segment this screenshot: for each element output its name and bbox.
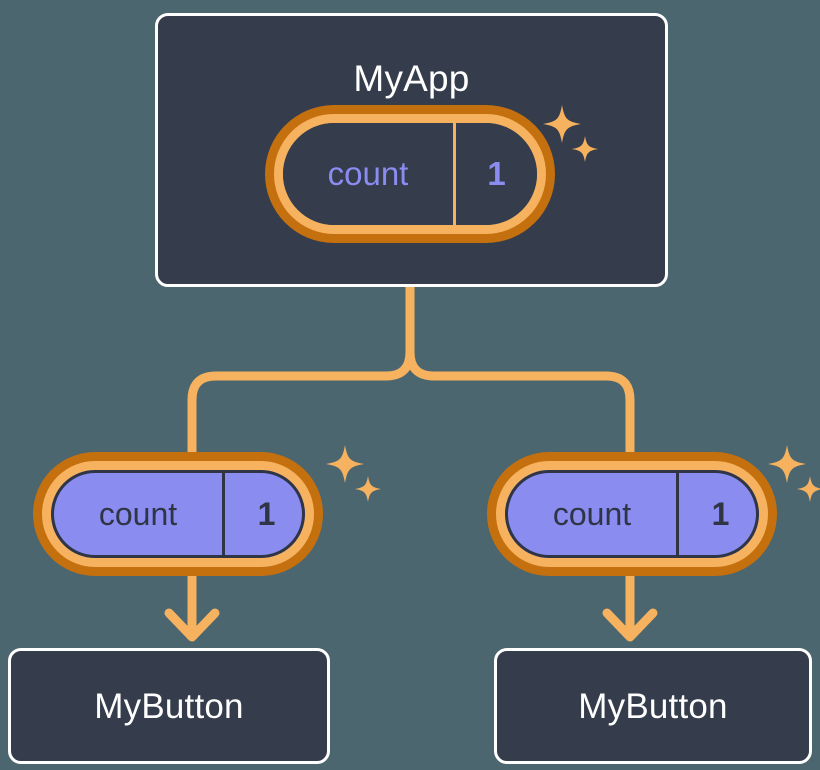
component-label-myapp: MyApp xyxy=(353,58,470,99)
state-pill-mybutton-left[interactable]: count 1 xyxy=(42,461,314,567)
state-pill-inner: count 1 xyxy=(505,470,759,558)
state-to-mybutton-arrow-left xyxy=(164,561,220,642)
state-pill-inner: count 1 xyxy=(51,470,305,558)
myapp-to-children-branch xyxy=(187,282,635,475)
state-key-label: count xyxy=(327,155,409,192)
state-value-label: 1 xyxy=(222,473,302,555)
component-label-mybutton: MyButton xyxy=(578,687,728,726)
component-box-mybutton-right[interactable]: MyButton xyxy=(494,648,812,764)
state-key-label: count xyxy=(98,495,178,532)
state-value-label: 1 xyxy=(676,473,756,555)
component-label-mybutton: MyButton xyxy=(94,687,244,726)
state-pill-mybutton-right[interactable]: count 1 xyxy=(496,461,768,567)
state-to-mybutton-arrow-right xyxy=(602,561,658,642)
state-pill-inner: count 1 xyxy=(283,123,537,225)
state-pill-myapp[interactable]: count 1 xyxy=(274,114,546,234)
state-value-label: 1 xyxy=(453,123,537,225)
component-box-mybutton-left[interactable]: MyButton xyxy=(8,648,330,764)
state-key-label: count xyxy=(552,495,632,532)
